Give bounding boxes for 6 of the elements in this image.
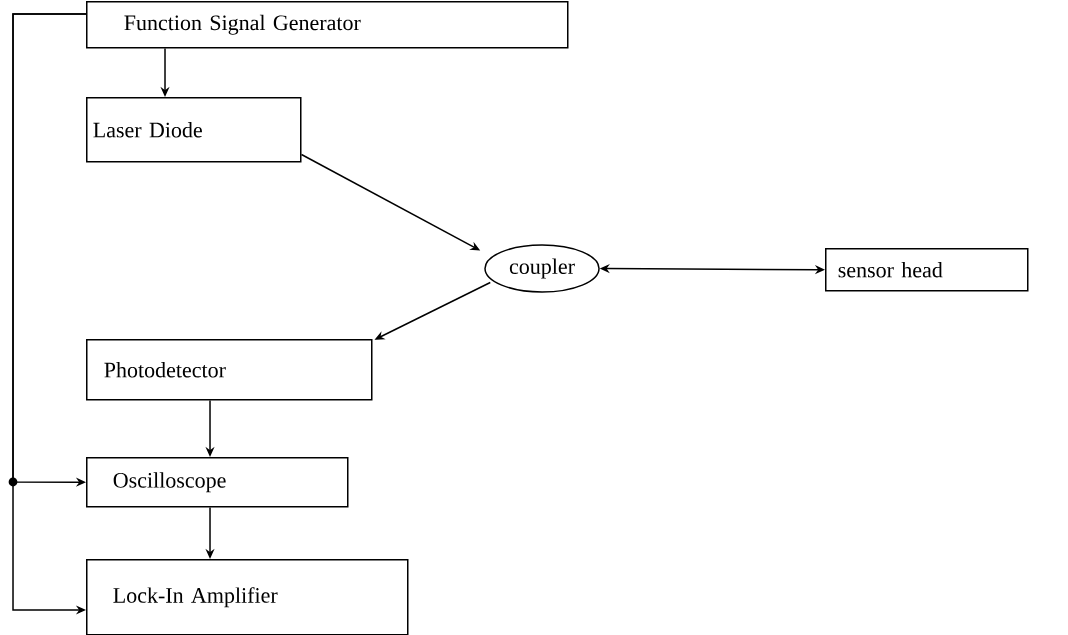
process-box: Lock-In Amplifier <box>86 559 409 635</box>
process-box: Photodetector <box>86 339 373 401</box>
process-box: Function Signal Generator <box>86 1 569 49</box>
process-box: Laser Diode <box>86 97 302 163</box>
process-box: Oscilloscope <box>86 457 349 508</box>
process-box: sensor head <box>825 248 1029 292</box>
